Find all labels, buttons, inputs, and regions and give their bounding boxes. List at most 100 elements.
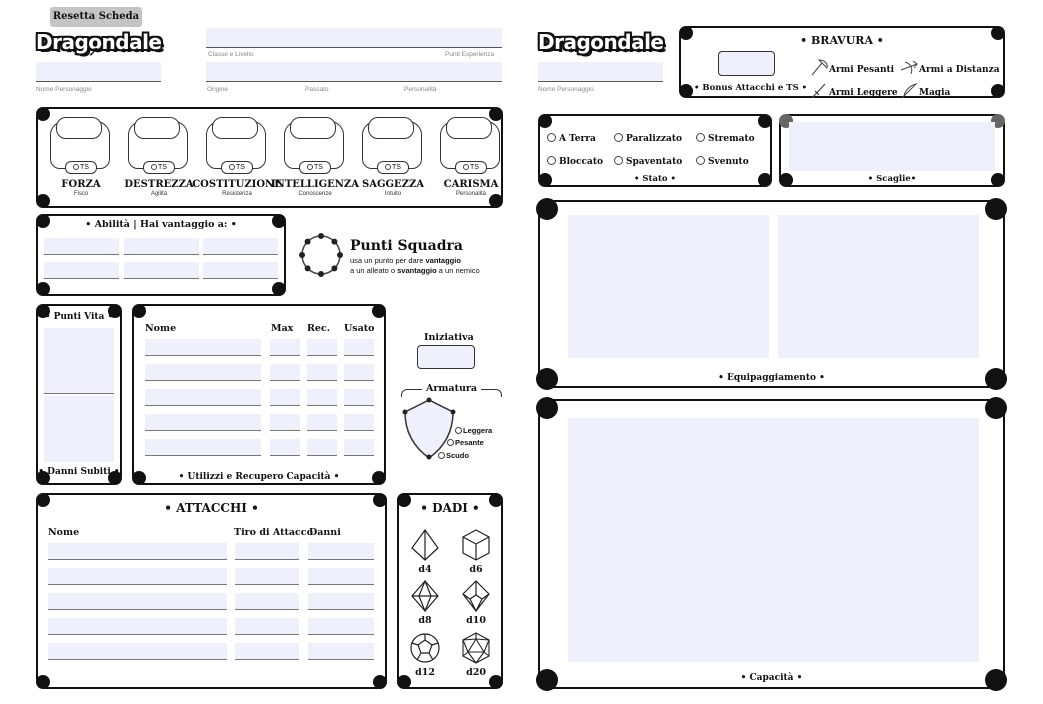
usage-used-field[interactable] bbox=[344, 364, 374, 381]
skill-field[interactable] bbox=[124, 262, 199, 279]
d8-die[interactable]: d8 bbox=[408, 579, 442, 626]
skill-field[interactable] bbox=[203, 238, 278, 255]
usage-name-field[interactable] bbox=[145, 389, 261, 406]
scales-input[interactable] bbox=[789, 122, 995, 171]
attack-name-field[interactable] bbox=[48, 568, 227, 585]
usage-rec-field[interactable] bbox=[307, 364, 337, 381]
character-name-input[interactable] bbox=[36, 62, 161, 82]
dexterity-score-input[interactable] bbox=[134, 117, 180, 139]
shield-icon[interactable] bbox=[401, 396, 457, 460]
equipment-field-left[interactable] bbox=[568, 215, 769, 358]
attack-roll-field[interactable] bbox=[235, 543, 299, 560]
status-paralyzed[interactable]: Paralizzato bbox=[614, 133, 682, 144]
usage-used-field[interactable] bbox=[344, 414, 374, 431]
capacity-input[interactable] bbox=[568, 418, 979, 662]
status-exhausted[interactable]: Stremato bbox=[696, 133, 755, 144]
attacks-col-name: Nome bbox=[48, 527, 80, 538]
hit-points-panel: • Punti Vita • • Danni Subiti • bbox=[36, 304, 122, 485]
d10-die[interactable]: d10 bbox=[459, 579, 493, 626]
constitution-ts-checkbox[interactable]: TS bbox=[221, 161, 253, 174]
armor-option-shield[interactable]: Scudo bbox=[438, 451, 469, 460]
class-level-input[interactable] bbox=[206, 28, 502, 48]
attack-roll-field[interactable] bbox=[235, 568, 299, 585]
skill-field[interactable] bbox=[203, 262, 278, 279]
weapon-ranged-option[interactable]: Armi a Distanza bbox=[899, 58, 1000, 76]
usage-max-field[interactable] bbox=[270, 364, 300, 381]
attack-name-field[interactable] bbox=[48, 643, 227, 660]
initiative-input[interactable] bbox=[417, 345, 475, 369]
charisma-ts-checkbox[interactable]: TS bbox=[455, 161, 487, 174]
wisdom-score-input[interactable] bbox=[368, 117, 414, 139]
usage-rec-field[interactable] bbox=[307, 389, 337, 406]
d6-die[interactable]: d6 bbox=[459, 528, 493, 575]
usage-used-field[interactable] bbox=[344, 339, 374, 356]
attack-damage-field[interactable] bbox=[308, 618, 374, 635]
damage-taken-input[interactable] bbox=[44, 396, 114, 462]
skill-field[interactable] bbox=[44, 238, 119, 255]
status-prone[interactable]: A Terra bbox=[547, 133, 596, 144]
strength-ts-checkbox[interactable]: TS bbox=[65, 161, 97, 174]
weapon-heavy-option[interactable]: Armi Pesanti bbox=[809, 58, 894, 76]
bravura-panel: • BRAVURA • • Bonus Attacchi e TS • Armi… bbox=[679, 26, 1005, 99]
intelligence-ts-checkbox[interactable]: TS bbox=[299, 161, 331, 174]
skills-title: • Abilità | Hai vantaggio a: • bbox=[85, 219, 237, 230]
attack-roll-field[interactable] bbox=[235, 593, 299, 610]
usage-rec-field[interactable] bbox=[307, 439, 337, 456]
usage-col-used: Usato bbox=[344, 323, 375, 334]
skill-field[interactable] bbox=[124, 238, 199, 255]
origin-past-personality-input[interactable] bbox=[206, 62, 502, 82]
hit-points-input[interactable] bbox=[44, 328, 114, 394]
status-restrained[interactable]: Bloccato bbox=[547, 156, 603, 167]
usage-used-field[interactable] bbox=[344, 439, 374, 456]
usage-max-field[interactable] bbox=[270, 414, 300, 431]
attack-damage-field[interactable] bbox=[308, 593, 374, 610]
d20-icon bbox=[462, 632, 490, 664]
d20-die[interactable]: d20 bbox=[459, 631, 493, 678]
wisdom-ts-checkbox[interactable]: TS bbox=[377, 161, 409, 174]
dexterity-ts-checkbox[interactable]: TS bbox=[143, 161, 175, 174]
character-name-input-right[interactable] bbox=[538, 62, 663, 82]
usage-name-field[interactable] bbox=[145, 339, 261, 356]
attack-name-field[interactable] bbox=[48, 543, 227, 560]
usage-name-field[interactable] bbox=[145, 414, 261, 431]
attack-name-field[interactable] bbox=[48, 618, 227, 635]
attack-damage-field[interactable] bbox=[308, 543, 374, 560]
attack-name-field[interactable] bbox=[48, 593, 227, 610]
intelligence-score-input[interactable] bbox=[290, 117, 336, 139]
usage-rec-field[interactable] bbox=[307, 339, 337, 356]
team-points-title: Punti Squadra bbox=[350, 238, 463, 254]
status-unconscious[interactable]: Svenuto bbox=[696, 156, 749, 167]
capacity-label: • Capacità • bbox=[740, 673, 803, 683]
attack-damage-field[interactable] bbox=[308, 568, 374, 585]
armor-option-light[interactable]: Leggera bbox=[455, 426, 492, 435]
usage-name-field[interactable] bbox=[145, 364, 261, 381]
usage-max-field[interactable] bbox=[270, 439, 300, 456]
attack-damage-field[interactable] bbox=[308, 643, 374, 660]
initiative-label: Iniziativa bbox=[424, 332, 474, 343]
strength-score-input[interactable] bbox=[56, 117, 102, 139]
weapon-magic-option[interactable]: Magia bbox=[899, 81, 950, 99]
d4-die[interactable]: d4 bbox=[408, 528, 442, 575]
usage-max-field[interactable] bbox=[270, 389, 300, 406]
status-frightened[interactable]: Spaventato bbox=[614, 156, 682, 167]
armor-option-heavy[interactable]: Pesante bbox=[447, 438, 484, 447]
attack-roll-field[interactable] bbox=[235, 618, 299, 635]
usage-rec-field[interactable] bbox=[307, 414, 337, 431]
usage-max-field[interactable] bbox=[270, 339, 300, 356]
skill-field[interactable] bbox=[44, 262, 119, 279]
reset-sheet-button[interactable]: Resetta Scheda bbox=[50, 7, 142, 27]
usage-used-field[interactable] bbox=[344, 389, 374, 406]
charisma-score-input[interactable] bbox=[446, 117, 492, 139]
usage-col-name: Nome bbox=[145, 323, 177, 334]
team-points-ring-icon[interactable] bbox=[297, 231, 345, 279]
usage-name-field[interactable] bbox=[145, 439, 261, 456]
weapon-light-option[interactable]: Armi Leggere bbox=[809, 81, 898, 99]
constitution-score-input[interactable] bbox=[212, 117, 258, 139]
bravura-title: • BRAVURA • bbox=[800, 34, 884, 47]
d12-die[interactable]: d12 bbox=[408, 631, 442, 678]
usage-col-rec: Rec. bbox=[307, 323, 331, 334]
equipment-field-right[interactable] bbox=[778, 215, 979, 358]
attack-roll-field[interactable] bbox=[235, 643, 299, 660]
bravura-bonus-input[interactable] bbox=[718, 51, 775, 76]
